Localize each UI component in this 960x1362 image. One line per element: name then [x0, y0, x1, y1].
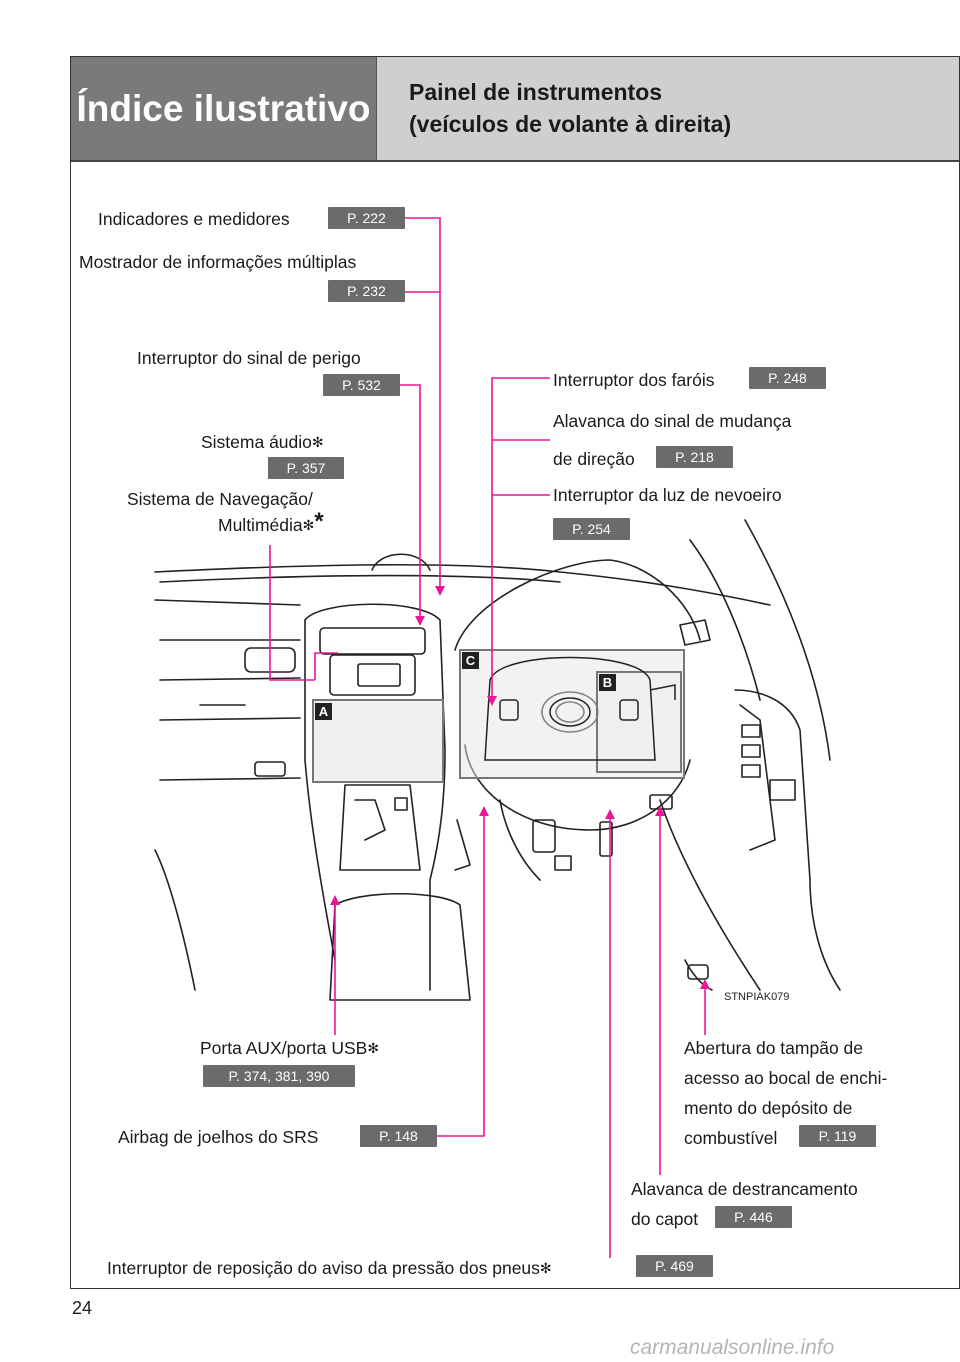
page-ref-hood[interactable]: P. 446	[715, 1206, 792, 1228]
inset-box-a	[312, 699, 444, 783]
label-turn-signal-line2: de direção	[553, 449, 635, 469]
leader-gauges	[405, 217, 441, 590]
label-tire-text: Interruptor de reposição do aviso da pre…	[107, 1258, 540, 1278]
page-ref-turn-signal[interactable]: P. 218	[656, 446, 733, 468]
leader-nav-multimedia	[269, 545, 315, 681]
page-ref-fuel[interactable]: P. 119	[799, 1125, 876, 1147]
steering-wheel	[484, 656, 676, 761]
leader-arrowheads	[330, 586, 710, 989]
label-nav-line2-text: Multimédia	[218, 515, 303, 535]
subtitle-line2: (veículos de volante à direita)	[409, 111, 732, 137]
page-ref-tire[interactable]: P. 469	[636, 1255, 713, 1277]
label-headlights: Interruptor dos faróis	[553, 370, 715, 390]
page-ref-audio[interactable]: P. 357	[268, 457, 344, 479]
header-divider	[71, 160, 959, 162]
inset-tag-b: B	[599, 674, 616, 691]
inset-tag-a: A	[315, 703, 332, 720]
label-audio-text: Sistema áudio	[201, 432, 312, 452]
asterisk-mark: ✻	[311, 434, 324, 450]
page-ref-hazard[interactable]: P. 532	[323, 374, 400, 396]
figure-code: STNPIAK079	[724, 991, 790, 1003]
star-mark: *	[314, 508, 324, 535]
page-ref-headlights[interactable]: P. 248	[749, 367, 826, 389]
label-knee-airbag: Airbag de joelhos do SRS	[118, 1127, 319, 1147]
page-ref-gauges[interactable]: P. 222	[328, 207, 405, 229]
label-hood-line2: do capot	[631, 1209, 699, 1229]
leader-headlights	[491, 377, 550, 700]
label-multi-info: Mostrador de informações múltiplas	[79, 252, 357, 272]
page-ref-knee-airbag[interactable]: P. 148	[360, 1125, 437, 1147]
label-hood-line1: Alavanca de destrancamento	[631, 1179, 858, 1199]
label-fuel-line2: acesso ao bocal de enchi-	[684, 1068, 888, 1088]
page-ref-fog[interactable]: P. 254	[553, 518, 630, 540]
label-fuel-line4: combustível	[684, 1128, 778, 1148]
page-ref-aux-usb[interactable]: P. 374, 381, 390	[203, 1065, 355, 1087]
subtitle-line1: Painel de instrumentos	[409, 79, 663, 105]
label-nav-line2: Multimédia✻*	[218, 510, 324, 537]
leader-hazard	[400, 384, 421, 620]
asterisk-mark: ✻	[539, 1260, 552, 1276]
asterisk-mark: ✻	[367, 1040, 380, 1056]
inset-tag-c: C	[462, 652, 479, 669]
page-subtitle: Painel de instrumentos (veículos de vola…	[376, 57, 959, 160]
label-nav-line1: Sistema de Navegação/	[127, 489, 313, 509]
section-title: Índice ilustrativo	[71, 57, 376, 160]
page-number: 24	[72, 1298, 93, 1318]
label-fuel-line3: mento do depósito de	[684, 1098, 853, 1118]
label-tire: Interruptor de reposição do aviso da pre…	[107, 1256, 552, 1280]
label-hazard: Interruptor do sinal de perigo	[137, 348, 361, 368]
leader-knee-airbag	[437, 812, 485, 1137]
page-ref-multi-info[interactable]: P. 232	[328, 280, 405, 302]
label-aux-usb-text: Porta AUX/porta USB	[200, 1038, 368, 1058]
watermark: carmanualsonline.info	[630, 1336, 835, 1359]
label-fog: Interruptor da luz de nevoeiro	[553, 485, 782, 505]
label-turn-signal-line1: Alavanca do sinal de mudança	[553, 411, 792, 431]
asterisk-mark: ✻	[302, 517, 315, 533]
label-audio: Sistema áudio✻	[201, 430, 324, 454]
label-gauges: Indicadores e medidores	[98, 209, 290, 229]
leader-audio	[314, 652, 338, 680]
label-aux-usb: Porta AUX/porta USB✻	[200, 1036, 379, 1060]
label-fuel-line1: Abertura do tampão de	[684, 1038, 864, 1058]
leader-lines	[269, 217, 706, 1258]
